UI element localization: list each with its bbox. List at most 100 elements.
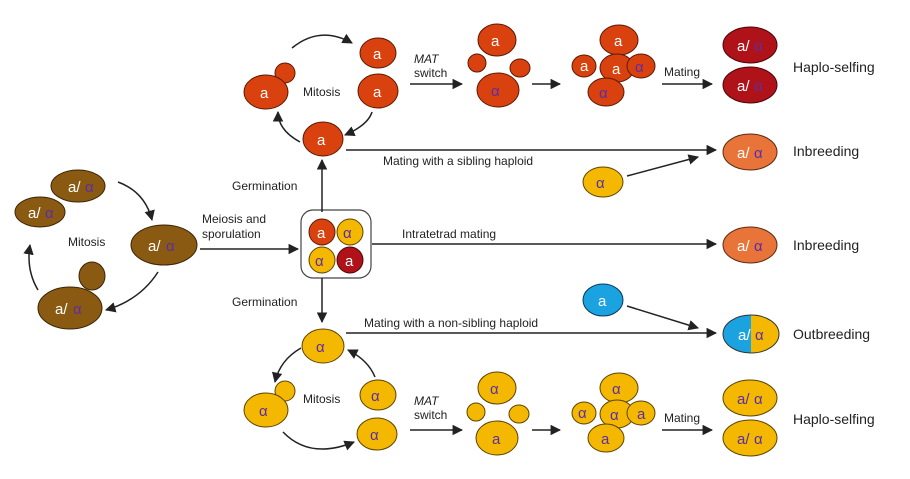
outbred-diploid: a/ α	[722, 314, 780, 354]
spore-a-label: a	[345, 253, 354, 270]
spore-alpha	[308, 246, 336, 274]
cell-label: a	[373, 46, 382, 63]
cycle-arrow	[272, 110, 301, 143]
bud	[508, 404, 530, 424]
cell-label: a	[491, 33, 500, 50]
switched-pair-top: a α	[467, 23, 531, 108]
haploid-a-cell	[357, 73, 399, 109]
cell-label-a: a/	[737, 238, 750, 255]
diploid-cell	[130, 224, 198, 266]
diploid-cell-label-a: a/	[148, 238, 161, 255]
cell-label-a: a/	[738, 327, 751, 344]
cell-label: a	[260, 85, 269, 102]
haploid-alpha-cell	[356, 417, 398, 451]
haploid-alpha-cell	[582, 166, 624, 198]
cell-label-alpha: α	[754, 391, 763, 408]
outcome-haplo-selfing-top: Haplo-selfing	[793, 59, 875, 75]
spore-alpha	[336, 218, 364, 246]
cell-label: α	[610, 407, 619, 424]
cell-label: α	[259, 403, 268, 420]
spore-a-label: a	[317, 225, 326, 242]
tetrad: a α α a	[300, 209, 372, 279]
cycle-arrow	[271, 347, 302, 384]
haploid-a-budding-cell	[243, 74, 289, 110]
cell-label: α	[371, 388, 380, 405]
cycle-arrow	[347, 349, 376, 378]
cell-label-alpha: α	[754, 78, 763, 95]
mitosis-label: Mitosis	[68, 235, 105, 249]
diploid-mitosis-cycle: a/ α a/ α Mitosis a/ α a/ α	[14, 169, 198, 330]
cell-label-alpha: α	[754, 238, 763, 255]
haploid-alpha-mitosis-cycle: α α α α Mitosis	[243, 328, 398, 451]
meiosis-label: Meiosis and	[202, 212, 266, 226]
haploid-alpha-cell	[477, 371, 517, 405]
outcome-outbreeding: Outbreeding	[793, 326, 870, 342]
cycle-arrow	[291, 33, 353, 49]
cell-label: α	[578, 405, 587, 422]
outcome-haplo-selfing-bottom: Haplo-selfing	[793, 411, 875, 427]
outline	[722, 314, 780, 354]
diploid-cell	[722, 419, 778, 457]
cell-label: α	[316, 339, 325, 356]
cell-label: a	[637, 406, 646, 423]
four-cell-cluster-bottom: α α α a a	[571, 372, 656, 453]
switch-label: switch	[414, 408, 447, 422]
switched-pair-bottom: α a	[466, 371, 530, 456]
diploid-cell	[14, 196, 66, 228]
spore-a	[336, 246, 364, 274]
cell-label: a	[598, 293, 607, 310]
diploid-cell	[722, 379, 778, 417]
haploid-a-cell	[302, 121, 344, 157]
outcome-inbreeding-2: Inbreeding	[793, 237, 859, 253]
diploid-cell	[50, 169, 106, 203]
cell-label: a	[601, 431, 610, 448]
diploid-cell-label-a: a/	[68, 179, 81, 196]
cell-label-alpha: α	[754, 38, 763, 55]
sibling-mating-label: Mating with a sibling haploid	[383, 154, 533, 168]
mating-label: Mating	[664, 411, 700, 425]
switch-label: switch	[414, 66, 447, 80]
cell-label-alpha: α	[754, 145, 763, 162]
cell-label: a	[373, 84, 382, 101]
cell-label: α	[599, 85, 608, 102]
cell-label-a: a/	[737, 145, 750, 162]
half-yellow	[751, 315, 779, 353]
diploid-cell-label-alpha: α	[166, 238, 175, 255]
mat-label: MAT	[414, 394, 440, 408]
diploid-cell	[722, 66, 778, 104]
sporulation-label: sporulation	[202, 227, 261, 241]
cell-label-alpha: α	[754, 431, 763, 448]
haploid-cell	[571, 401, 597, 425]
germination-label-bottom: Germination	[232, 295, 297, 309]
haploid-alpha-budding-cell	[243, 392, 289, 428]
diploid-cell-label-a: a/	[28, 205, 41, 222]
diploid-cell-label-a: a/	[55, 301, 68, 318]
mat-label: MAT	[414, 52, 440, 66]
haploid-alpha-cell	[476, 72, 520, 108]
diploid-bud	[78, 261, 106, 291]
bud	[467, 53, 487, 73]
spore-a	[308, 218, 336, 246]
cell-label-a: a/	[737, 391, 750, 408]
haploid-a-cell	[587, 423, 625, 453]
diploid-cell	[722, 133, 778, 171]
half-blue	[723, 315, 751, 353]
germination-label-top: Germination	[232, 179, 297, 193]
cycle-arrow	[104, 271, 159, 313]
four-cell-cluster-top: a a a α α	[571, 24, 656, 107]
cell-label: α	[612, 381, 621, 398]
cell-label: α	[370, 427, 379, 444]
intratetrad-label: Intratetrad mating	[402, 227, 496, 241]
diploid-cell	[722, 226, 778, 264]
spore-alpha-label: α	[315, 253, 324, 270]
cell-label: a	[580, 58, 589, 75]
haploid-a-mitosis-cycle: a a a a Mitosis	[243, 33, 399, 157]
cell-label: a	[492, 431, 501, 448]
haplo-selfing-diploids-top: a/ α a/ α	[722, 26, 778, 104]
arrow	[626, 154, 700, 177]
cell-label: α	[635, 59, 644, 76]
mitosis-label: Mitosis	[303, 85, 340, 99]
cell-label-alpha: α	[755, 327, 764, 344]
